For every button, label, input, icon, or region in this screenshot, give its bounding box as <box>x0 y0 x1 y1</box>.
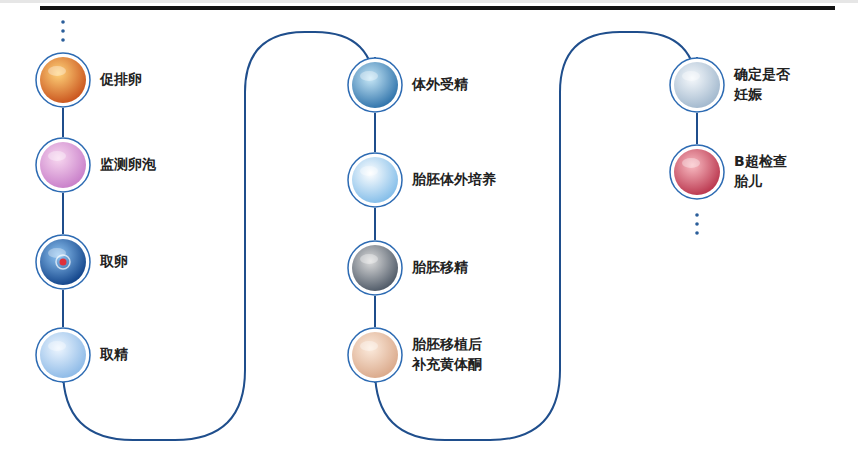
icon-ring <box>348 241 402 295</box>
icon-ring <box>36 138 90 192</box>
icon-highlight <box>48 341 66 351</box>
icon-fill <box>40 142 86 188</box>
step-label: 胎胚移植后 补充黄体酮 <box>412 335 490 374</box>
icon-fill <box>352 157 398 203</box>
step-icon <box>35 52 91 108</box>
step-icon <box>347 57 403 113</box>
step-icon <box>35 137 91 193</box>
icon-ring <box>36 328 90 382</box>
icon-highlight <box>48 248 66 258</box>
flow-connector <box>62 108 64 137</box>
flow-connector <box>374 208 376 240</box>
step-node: 体外受精 <box>347 57 468 113</box>
step-node: 胎胚移精 <box>347 240 468 296</box>
icon-ring <box>348 58 402 112</box>
ellipsis-dots <box>61 20 699 235</box>
icon-highlight <box>360 166 378 176</box>
icon-ring <box>348 153 402 207</box>
step-icon <box>35 234 91 290</box>
icon-ring <box>348 328 402 382</box>
step-node: 胎胚移植后 补充黄体酮 <box>347 327 490 383</box>
flow-connector <box>62 193 64 234</box>
flow-connector <box>63 32 375 440</box>
top-shade <box>0 0 858 3</box>
step-node: 取精 <box>35 327 128 383</box>
icon-fill <box>352 245 398 291</box>
step-label: 取精 <box>100 345 128 365</box>
step-icon <box>669 57 725 113</box>
icon-ring <box>670 58 724 112</box>
flow-connector <box>696 113 698 144</box>
icon-fill <box>40 57 86 103</box>
icon-fill <box>674 62 720 108</box>
step-label: 体外受精 <box>412 75 468 95</box>
step-node: 取卵 <box>35 234 128 290</box>
step-node: B超检查 胎儿 <box>669 144 798 200</box>
icon-fill <box>352 332 398 378</box>
icon-highlight <box>682 71 700 81</box>
step-label: B超检查 胎儿 <box>734 152 798 191</box>
step-label: 取卵 <box>100 252 128 272</box>
flow-connector <box>62 290 64 327</box>
flow-connector <box>374 296 376 327</box>
step-icon <box>35 327 91 383</box>
icon-nucleus <box>60 259 67 266</box>
step-icon <box>669 144 725 200</box>
step-label: 确定是否 妊娠 <box>734 65 798 104</box>
icon-fill <box>352 62 398 108</box>
top-bar <box>40 6 835 10</box>
icon-ring <box>670 145 724 199</box>
step-label: 胎胚移精 <box>412 258 468 278</box>
step-node: 促排卵 <box>35 52 142 108</box>
icon-highlight <box>360 341 378 351</box>
icon-ring <box>36 53 90 107</box>
icon-highlight <box>360 254 378 264</box>
icon-highlight <box>360 71 378 81</box>
step-node: 监测卵泡 <box>35 137 156 193</box>
icon-cell <box>56 255 70 269</box>
flow-connector <box>375 32 697 440</box>
step-label: 促排卵 <box>100 70 142 90</box>
flow-connector <box>374 113 376 152</box>
icon-highlight <box>48 66 66 76</box>
step-node: 确定是否 妊娠 <box>669 57 798 113</box>
icon-fill <box>40 239 86 285</box>
step-label: 胎胚体外培养 <box>412 170 496 190</box>
step-node: 胎胚体外培养 <box>347 152 496 208</box>
step-icon <box>347 240 403 296</box>
icon-fill <box>674 149 720 195</box>
step-label: 监测卵泡 <box>100 155 156 175</box>
icon-highlight <box>682 158 700 168</box>
icon-ring <box>36 235 90 289</box>
step-icon <box>347 152 403 208</box>
icon-fill <box>40 332 86 378</box>
icon-highlight <box>48 151 66 161</box>
step-icon <box>347 327 403 383</box>
